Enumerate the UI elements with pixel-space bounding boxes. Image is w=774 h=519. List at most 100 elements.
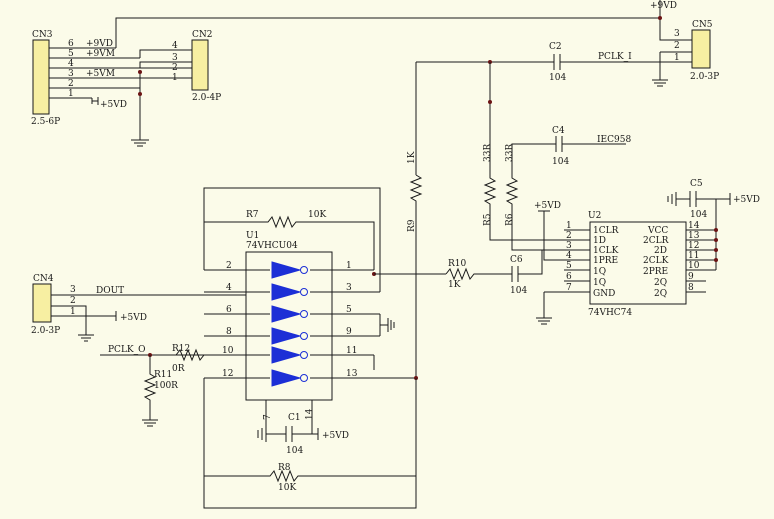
c1-capacitor[interactable]: C1 104 — [265, 400, 313, 456]
r12-resistor[interactable]: R12 0R — [100, 344, 214, 374]
cn4-body — [32, 283, 52, 323]
r6-value: 33R — [505, 144, 515, 162]
r11-ground-icon — [142, 419, 158, 427]
r8-value: 10K — [278, 483, 296, 493]
c4-ref: C4 — [552, 126, 565, 136]
cn3-pin3: 3 — [68, 69, 74, 79]
cn4-5vd-label: +5VD — [120, 313, 147, 323]
junction-cn2-b — [138, 92, 142, 96]
cn2-ref: CN2 — [192, 30, 213, 40]
r7-ref: R7 — [246, 210, 259, 220]
r10-resistor[interactable]: R10 1K — [445, 259, 512, 290]
c2-capacitor[interactable]: C2 104 — [416, 42, 600, 83]
r10-value: 1K — [448, 280, 461, 290]
u1-pin10: 10 — [222, 346, 234, 356]
cn3-connector[interactable]: CN3 2.5-6P 6 5 4 3 2 1 +9VD +9VM +5VM — [31, 30, 140, 127]
cn3-5vd-flag: +5VD — [91, 97, 127, 110]
u1-pin13: 13 — [346, 369, 358, 379]
cn5-pin3: 3 — [674, 29, 680, 39]
u2-name-vcc: VCC — [647, 226, 668, 236]
junction-r5 — [488, 100, 492, 104]
c5-value: 104 — [690, 210, 707, 220]
r6-resistor[interactable]: 33R R6 — [505, 144, 564, 251]
u2-pin10: 10 — [688, 261, 700, 271]
u2-pin1: 1 — [566, 221, 572, 231]
c5-capacitor[interactable]: C5 104 — [676, 179, 730, 220]
c2-value: 104 — [549, 73, 566, 83]
u2-name-1clr: 1CLR — [593, 226, 619, 236]
cn3-type: 2.5-6P — [31, 117, 60, 127]
u1-pin4: 4 — [226, 283, 232, 293]
cn4-type: 2.0-3P — [31, 326, 60, 336]
c4-capacitor[interactable]: C4 104 — [512, 126, 626, 167]
u2-pin6: 6 — [566, 272, 572, 282]
c1-5vd-label: +5VD — [322, 431, 349, 441]
u2-pin9: 9 — [688, 272, 694, 282]
cn2-pin2: 2 — [172, 63, 178, 73]
cn3-ground-icon — [131, 136, 149, 147]
u1-pin2: 2 — [226, 261, 232, 271]
c5-5vd-label: +5VD — [733, 195, 760, 205]
cn3-cn2-wires — [139, 49, 192, 136]
cn2-connector[interactable]: CN2 2.0-4P 4 3 2 1 — [172, 30, 221, 103]
r6-ref: R6 — [505, 213, 515, 226]
u2-name-gnd: GND — [593, 289, 615, 299]
c4-value: 104 — [552, 157, 569, 167]
r11-value: 100R — [154, 381, 178, 391]
u2-5vd-flag: +5VD — [534, 201, 564, 261]
r11-ref: R11 — [154, 370, 172, 380]
r7-value: 10K — [308, 210, 326, 220]
cn4-ref: CN4 — [33, 274, 54, 284]
u1-pin1: 1 — [346, 261, 352, 271]
cn5-connector[interactable]: CN5 2.0-3P 3 2 1 — [560, 20, 719, 87]
r5-resistor[interactable]: 33R R5 — [483, 62, 564, 241]
u2-name-1pre: 1PRE — [593, 256, 618, 266]
r9-resistor[interactable]: 1K R9 — [407, 62, 423, 378]
u1-gates — [271, 261, 308, 387]
u2-name-1clk: 1CLK — [593, 246, 619, 256]
u2-flipflop[interactable]: U2 74VHC74 1 2 3 4 5 6 7 1CLR 1D 1CLK 1P… — [564, 211, 716, 318]
pclk-o-label: PCLK_O — [108, 345, 146, 355]
junction-9vd — [658, 16, 662, 20]
u1-pin11: 11 — [346, 346, 357, 356]
u1-pin7: 7 — [263, 414, 273, 420]
cn3-ref: CN3 — [32, 30, 53, 40]
u2-type: 74VHC74 — [588, 308, 632, 318]
cn2-pin3: 3 — [172, 53, 178, 63]
r7-resistor[interactable]: R7 10K — [203, 187, 381, 292]
u2-pin13: 13 — [688, 231, 700, 241]
c6-value: 104 — [510, 286, 527, 296]
cn3-pin4: 4 — [68, 59, 74, 69]
u2-name-2d: 2D — [654, 246, 667, 256]
cn3-pin6: 6 — [68, 39, 74, 49]
cn3-net-9vm: +9VM — [86, 49, 115, 59]
u2-name-2pre: 2PRE — [643, 267, 668, 277]
u2-pin11: 11 — [688, 251, 699, 261]
pclk-i-label: PCLK_I — [598, 52, 632, 62]
cn4-connector[interactable]: CN4 2.0-3P 3 2 1 DOUT — [31, 274, 246, 336]
r8-resistor[interactable]: R8 10K — [203, 378, 417, 509]
c5-ground-icon — [667, 192, 680, 206]
u1-ground-icon — [379, 314, 395, 336]
cn4-pin3: 3 — [70, 285, 76, 295]
u1-type: 74VHCU04 — [246, 241, 298, 251]
cn3-pin1: 1 — [68, 89, 74, 99]
dout-label: DOUT — [96, 286, 124, 296]
u2-name-2clk: 2CLK — [643, 256, 669, 266]
r11-resistor[interactable]: R11 100R — [143, 355, 178, 420]
cn5-ground-icon — [652, 52, 668, 87]
iec958-label: IEC958 — [597, 135, 631, 145]
c6-ref: C6 — [510, 255, 523, 265]
u2-ref: U2 — [588, 211, 601, 221]
c6-capacitor[interactable]: C6 104 — [510, 249, 564, 296]
u1-inverter-ic[interactable]: U1 74VHCU04 2 4 6 8 10 12 1 3 5 9 11 13 … — [176, 231, 416, 420]
r9-ref: R9 — [407, 219, 417, 232]
cn5-ref: CN5 — [692, 20, 713, 30]
u1-ref: U1 — [246, 231, 259, 241]
u2-ground-icon — [536, 291, 564, 325]
u2-name-2q: 2Q — [654, 278, 667, 288]
u2-pin14: 14 — [688, 221, 700, 231]
cn4-pin1: 1 — [70, 307, 76, 317]
cn5-pin1: 1 — [674, 53, 680, 63]
